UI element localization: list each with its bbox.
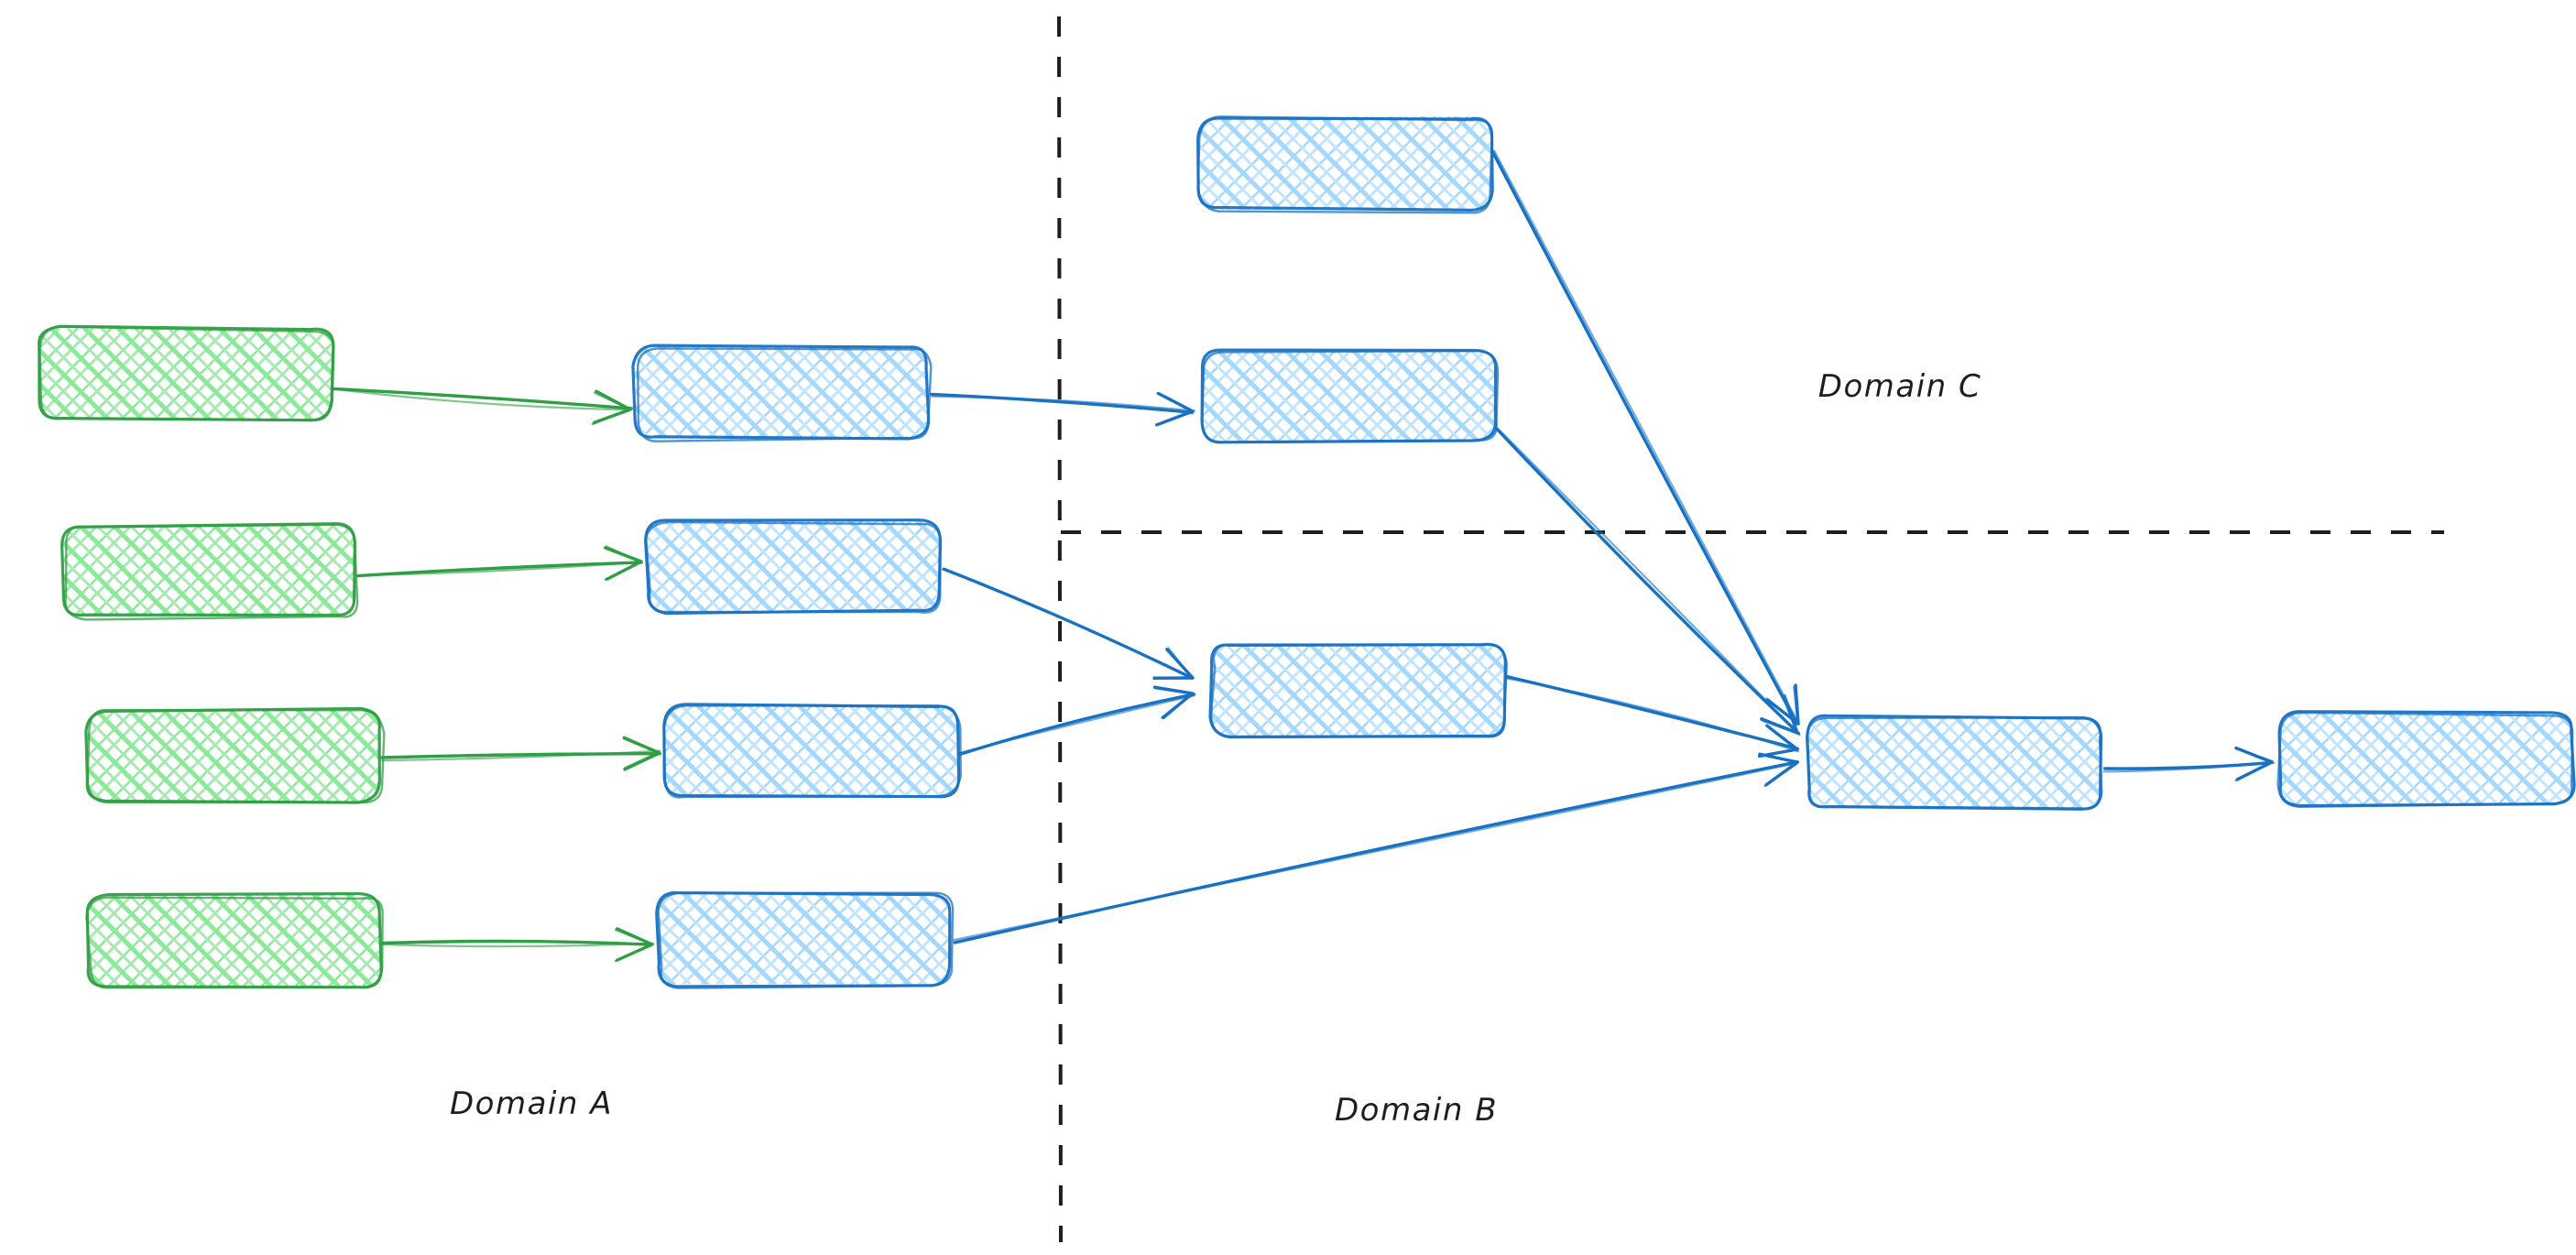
node-box-b1[interactable] <box>647 520 940 612</box>
edge-e-d1-d2 <box>2102 746 2276 782</box>
node-a4 <box>85 892 384 989</box>
node-box-d1[interactable] <box>1807 716 2101 808</box>
divider-layer <box>1057 16 2444 1243</box>
node-box-a1[interactable] <box>38 328 332 420</box>
edge-layer <box>329 149 2276 963</box>
node-a3 <box>84 706 386 804</box>
node-d2 <box>2276 710 2576 808</box>
node-c0 <box>1196 115 1494 214</box>
node-box-c0[interactable] <box>1198 117 1491 209</box>
node-b3 <box>655 890 955 989</box>
node-a2 <box>60 522 359 621</box>
edge-e-c1-d1 <box>1493 425 1801 737</box>
node-b2 <box>662 703 962 799</box>
node-box-c1[interactable] <box>1202 350 1495 442</box>
node-layer <box>38 115 2576 989</box>
vertical-divider <box>1057 16 1063 1243</box>
edge-e-a2-b1 <box>355 545 643 581</box>
edge-e-a3-b2 <box>380 736 661 771</box>
edge-e-b2-c2 <box>957 685 1196 757</box>
node-a1 <box>38 324 335 422</box>
node-box-d2[interactable] <box>2279 713 2572 804</box>
node-box-b3[interactable] <box>658 893 951 985</box>
node-d1 <box>1805 714 2103 811</box>
edge-e-b0-c1 <box>929 391 1195 427</box>
edge-e-c2-d1 <box>1505 674 1800 758</box>
node-box-a4[interactable] <box>87 895 380 987</box>
node-box-a3[interactable] <box>87 710 380 802</box>
edge-e-c0-d1 <box>1490 149 1800 726</box>
node-b1 <box>644 518 942 616</box>
edge-e-a1-b0 <box>329 387 633 426</box>
node-box-b2[interactable] <box>664 705 957 797</box>
label-domain-a: Domain A <box>450 1086 613 1122</box>
node-b0 <box>631 344 933 442</box>
edge-e-a4-b3 <box>377 927 655 963</box>
node-box-a2[interactable] <box>62 525 355 617</box>
node-c2 <box>1208 642 1508 739</box>
label-domain-c: Domain C <box>1817 368 1982 405</box>
node-box-b0[interactable] <box>635 346 928 438</box>
label-domain-b: Domain B <box>1334 1092 1499 1129</box>
edge-e-b1-c2 <box>941 567 1195 681</box>
node-c1 <box>1200 348 1500 444</box>
edge-e-b3-d1 <box>952 752 1799 944</box>
node-box-c2[interactable] <box>1211 644 1504 736</box>
